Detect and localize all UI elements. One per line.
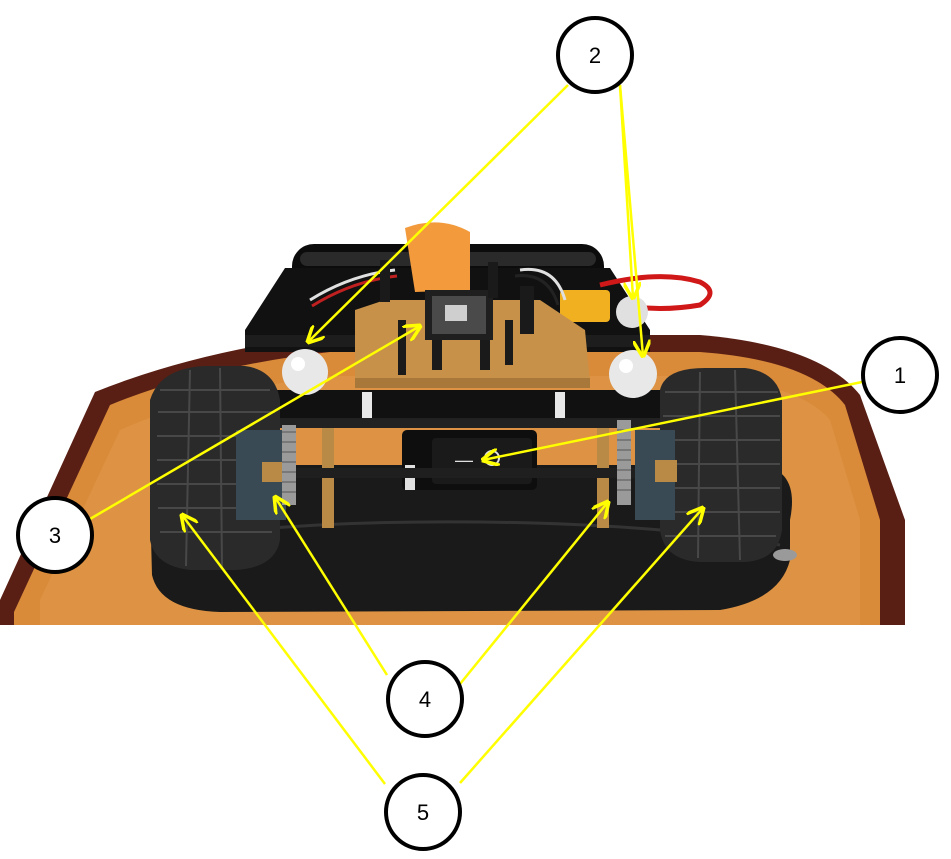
callout-4-label: 4 bbox=[419, 687, 431, 712]
arrow-5-to-right-tire bbox=[459, 508, 703, 784]
photo: — bbox=[0, 222, 905, 625]
axle bbox=[260, 468, 680, 478]
callout-2: 2 bbox=[556, 16, 634, 94]
pcb-board bbox=[355, 260, 590, 388]
arrow-5-to-left-tire bbox=[182, 515, 386, 785]
red-wire bbox=[599, 274, 713, 311]
yellow-connector bbox=[560, 290, 610, 322]
right-gear bbox=[617, 420, 631, 505]
callout-3-label: 3 bbox=[49, 523, 61, 548]
arrow-3-to-pcb bbox=[89, 326, 420, 521]
left-gear bbox=[282, 425, 296, 505]
arrow-4-to-left-gear bbox=[275, 497, 389, 676]
callout-1-label: 1 bbox=[894, 363, 906, 388]
callout-2-label: 2 bbox=[589, 43, 601, 68]
left-wheel bbox=[150, 366, 296, 570]
arrow-2-to-right-caster-b bbox=[618, 84, 643, 356]
power-switch: — bbox=[402, 430, 537, 490]
callout-5: 5 bbox=[384, 773, 462, 851]
callout-4: 4 bbox=[386, 660, 464, 738]
callout-arrows bbox=[89, 84, 863, 785]
switch-dash-mark: — bbox=[455, 450, 473, 470]
arrow-4-to-right-standoff bbox=[459, 502, 608, 685]
callout-1: 1 bbox=[861, 336, 939, 414]
callout-5-label: 5 bbox=[417, 800, 429, 825]
arrow-1-to-switch bbox=[483, 380, 863, 460]
lower-chassis-plate bbox=[270, 390, 670, 428]
arrow-2-to-left-caster bbox=[308, 84, 569, 342]
orange-tape bbox=[405, 222, 470, 292]
callout-3: 3 bbox=[16, 496, 94, 574]
